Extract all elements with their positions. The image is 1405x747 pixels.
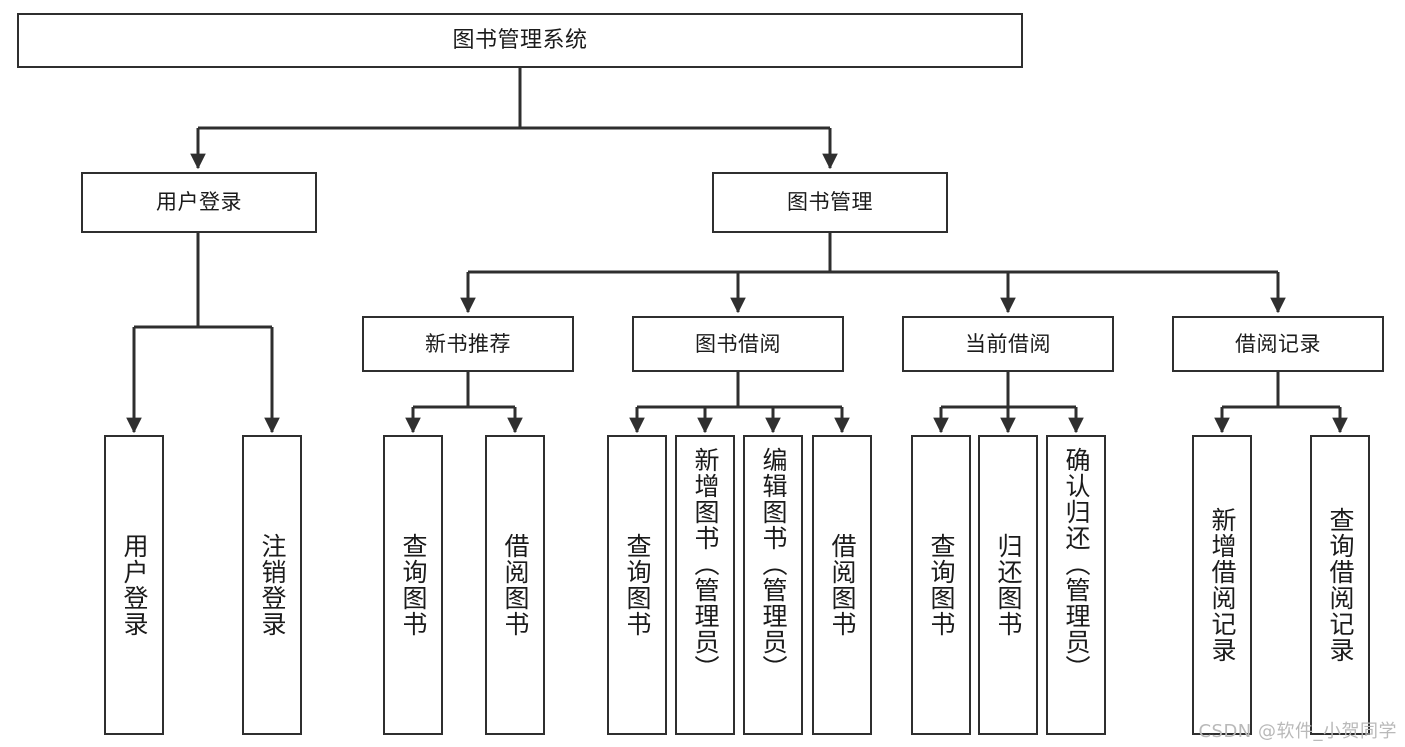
node-borrowing-record[interactable]: 借阅记录 — [1172, 316, 1384, 372]
node-label: 新增图书（管理员） — [691, 447, 720, 681]
node-label: 用户登录 — [120, 533, 149, 637]
node-label: 借阅记录 — [1235, 331, 1321, 356]
leaf-confirm-return-admin[interactable]: 确认归还（管理员） — [1046, 435, 1106, 735]
node-new-book-recommendation[interactable]: 新书推荐 — [362, 316, 574, 372]
leaf-logout[interactable]: 注销登录 — [242, 435, 302, 735]
node-label: 用户登录 — [156, 190, 242, 215]
leaf-query-book-borrow[interactable]: 查询图书 — [607, 435, 667, 735]
node-label: 新书推荐 — [425, 331, 511, 356]
node-label: 图书管理系统 — [452, 27, 588, 53]
node-label: 借阅图书 — [828, 533, 857, 637]
node-root-book-management-system[interactable]: 图书管理系统 — [17, 13, 1023, 68]
node-label: 编辑图书（管理员） — [759, 447, 788, 681]
node-label: 确认归还（管理员） — [1062, 447, 1091, 681]
node-label: 查询借阅记录 — [1326, 507, 1355, 663]
leaf-add-book-admin[interactable]: 新增图书（管理员） — [675, 435, 735, 735]
leaf-borrow-book[interactable]: 借阅图书 — [812, 435, 872, 735]
node-label: 借阅图书 — [501, 533, 530, 637]
node-book-borrowing[interactable]: 图书借阅 — [632, 316, 844, 372]
node-current-borrowing[interactable]: 当前借阅 — [902, 316, 1114, 372]
leaf-user-login[interactable]: 用户登录 — [104, 435, 164, 735]
node-label: 查询图书 — [623, 533, 652, 637]
leaf-query-book-current[interactable]: 查询图书 — [911, 435, 971, 735]
leaf-query-book-recommend[interactable]: 查询图书 — [383, 435, 443, 735]
leaf-borrow-book-recommend[interactable]: 借阅图书 — [485, 435, 545, 735]
node-label: 查询图书 — [927, 533, 956, 637]
node-label: 新增借阅记录 — [1208, 507, 1237, 663]
node-label: 查询图书 — [399, 533, 428, 637]
node-book-management[interactable]: 图书管理 — [712, 172, 948, 233]
node-label: 当前借阅 — [965, 331, 1051, 356]
node-label: 图书管理 — [787, 190, 873, 215]
node-label: 图书借阅 — [695, 331, 781, 356]
leaf-add-borrow-record[interactable]: 新增借阅记录 — [1192, 435, 1252, 735]
leaf-query-borrow-record[interactable]: 查询借阅记录 — [1310, 435, 1370, 735]
csdn-watermark: CSDN @软件_小贺同学 — [1198, 721, 1397, 742]
leaf-return-book[interactable]: 归还图书 — [978, 435, 1038, 735]
node-label: 归还图书 — [994, 533, 1023, 637]
node-user-login[interactable]: 用户登录 — [81, 172, 317, 233]
node-label: 注销登录 — [258, 533, 287, 637]
leaf-edit-book-admin[interactable]: 编辑图书（管理员） — [743, 435, 803, 735]
